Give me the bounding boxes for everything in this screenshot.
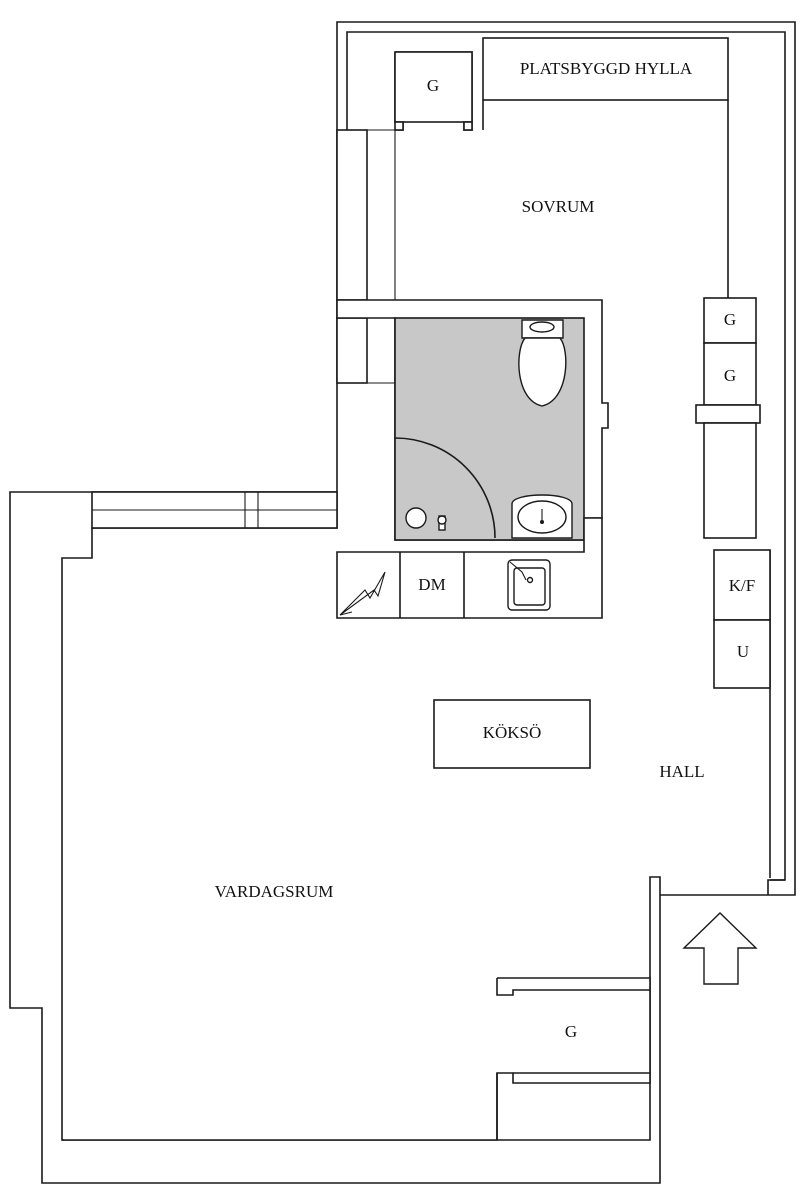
hall-closet-top	[496, 978, 650, 996]
closet-ledge	[695, 404, 761, 424]
hall-closet	[62, 977, 651, 1141]
kitchen-sink-drain	[526, 576, 534, 584]
bedroom-closet-stub-r	[463, 121, 473, 131]
built-in-shelf	[482, 37, 729, 101]
stove-icon	[339, 571, 386, 616]
closet-g2-label: G	[724, 366, 736, 385]
entrance-arrow-icon	[682, 912, 758, 985]
hall-closet-label: G	[565, 1022, 577, 1041]
shower-screen	[394, 437, 496, 539]
built-in-shelf-label: PLATSBYGGD HYLLA	[520, 59, 693, 78]
bath-window	[336, 317, 368, 384]
hall-label: HALL	[659, 762, 704, 781]
kitchen-sink-tap	[509, 561, 527, 581]
washbasin-drain	[540, 520, 544, 524]
dishwasher-label: DM	[418, 575, 445, 594]
toilet-flush	[529, 321, 555, 333]
bedroom-closet-stub-l	[394, 121, 404, 131]
oven	[713, 619, 771, 689]
bedroom-label: SOVRUM	[522, 197, 595, 216]
bedroom-window	[336, 129, 368, 301]
kitchen-sink-basin	[513, 567, 546, 606]
living-room-label: VARDAGSRUM	[215, 882, 334, 901]
closet-g2	[703, 342, 757, 406]
fridge-freezer-label: K/F	[729, 576, 755, 595]
bedroom-closet-body	[394, 51, 473, 123]
bedroom-closet-label: G	[427, 76, 439, 95]
closet-g1-label: G	[724, 310, 736, 329]
toilet-bowl	[518, 337, 567, 407]
shower-tap-head	[437, 515, 447, 525]
fridge-freezer	[713, 549, 771, 621]
kitchen-island	[433, 699, 591, 769]
stove-icon-tail	[339, 611, 353, 616]
wall-column	[703, 422, 757, 539]
oven-label: U	[737, 642, 749, 661]
kitchen-island-label: KÖKSÖ	[483, 723, 542, 742]
shower-icon	[405, 507, 427, 529]
